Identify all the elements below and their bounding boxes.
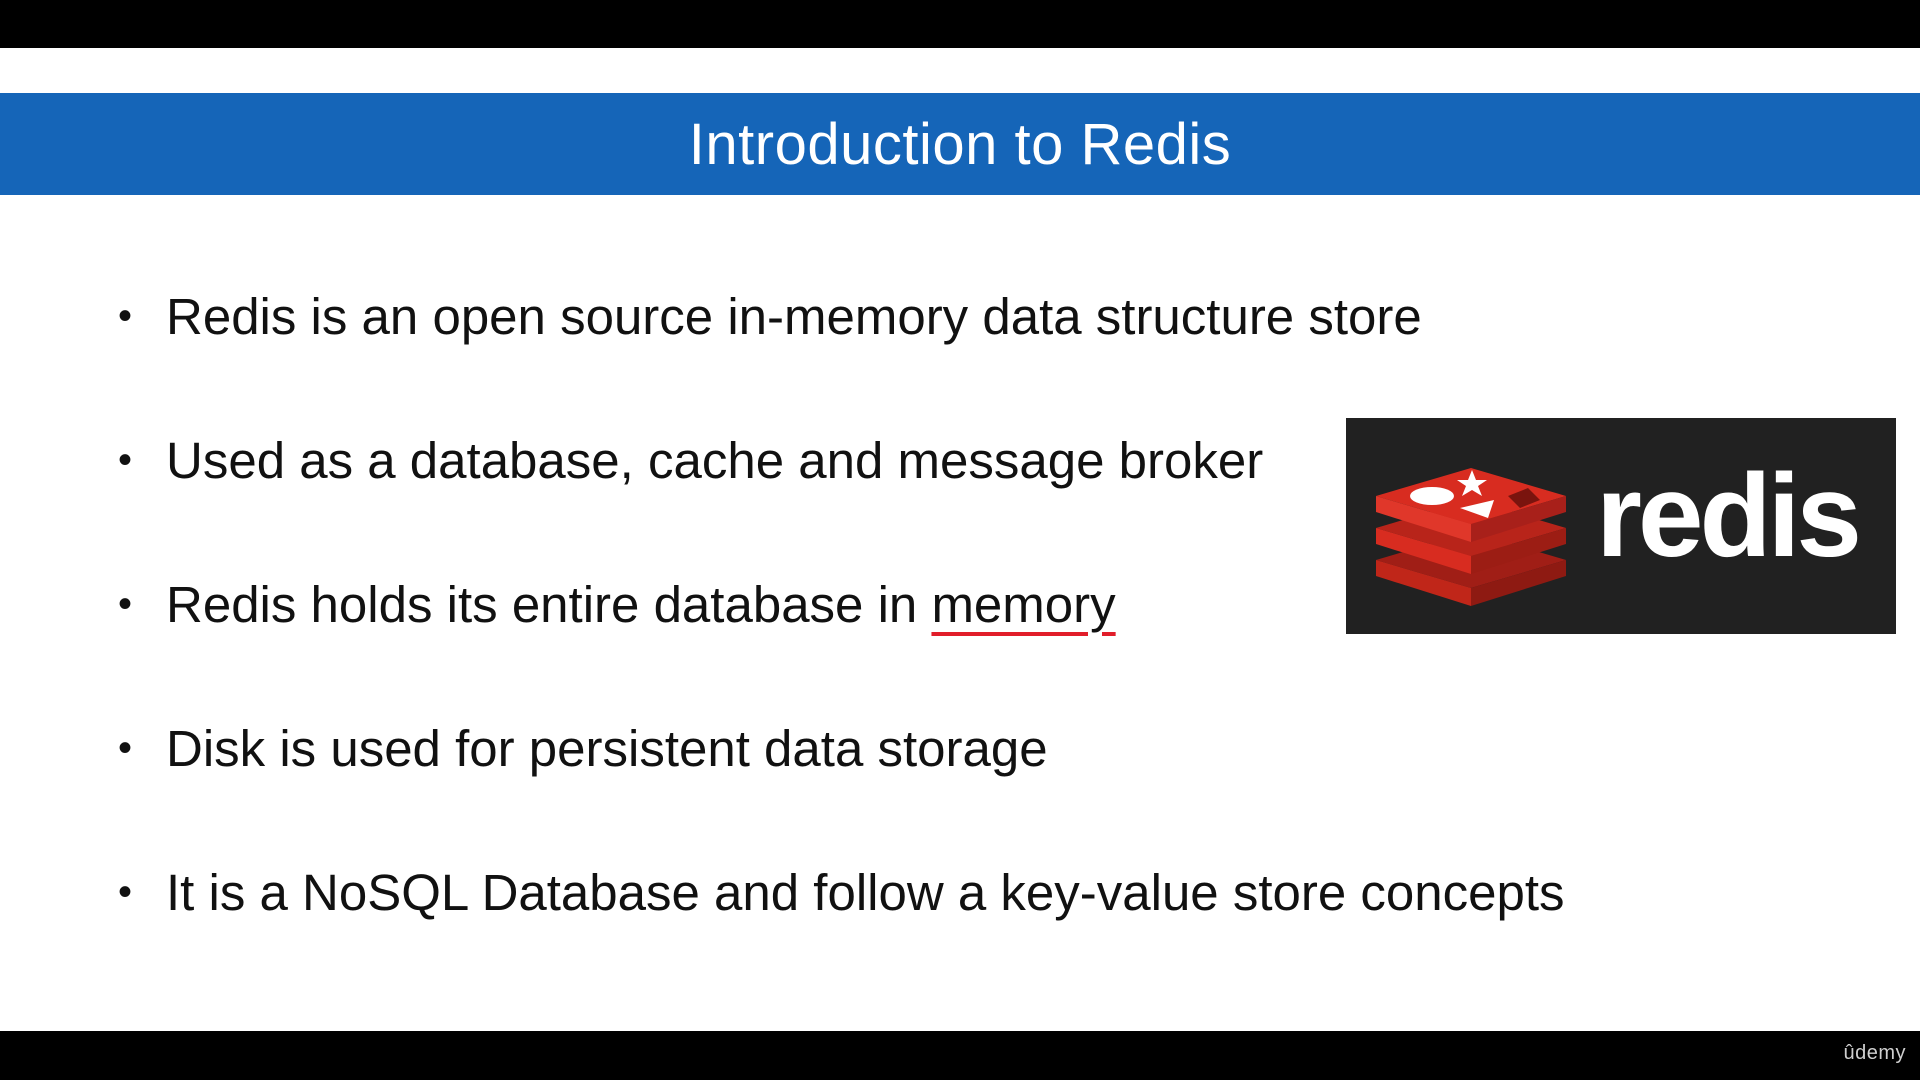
bullet-text-before: Redis holds its entire database in (166, 575, 932, 633)
bullet-list: • Redis is an open source in-memory data… (0, 48, 1920, 1031)
bullet-text: It is a NoSQL Database and follow a key-… (166, 863, 1565, 921)
bullet-text: Redis holds its entire database in memor… (166, 575, 1116, 634)
bullet-item: • Redis holds its entire database in mem… (118, 569, 1116, 639)
bullet-item: • It is a NoSQL Database and follow a ke… (118, 857, 1565, 927)
letterbox-bottom (0, 1031, 1920, 1080)
bullet-text: Redis is an open source in-memory data s… (166, 287, 1422, 345)
highlighted-word: memory (931, 575, 1116, 633)
letterbox-top (0, 0, 1920, 48)
redis-cube-icon (1376, 468, 1566, 606)
redis-wordmark: redis (1596, 450, 1862, 582)
bullet-marker: • (118, 869, 133, 914)
bullet-item: • Used as a database, cache and message … (118, 425, 1263, 495)
slide-title: Introduction to Redis (688, 111, 1232, 177)
udemy-watermark: ûdemy (1843, 1042, 1906, 1064)
bullet-marker: • (118, 581, 133, 626)
title-bar: Introduction to Redis (0, 93, 1920, 195)
bullet-item: • Redis is an open source in-memory data… (118, 281, 1422, 351)
bullet-text: Used as a database, cache and message br… (166, 431, 1264, 489)
bullet-text: Disk is used for persistent data storage (166, 719, 1048, 777)
bullet-marker: • (118, 437, 133, 482)
bullet-item: • Disk is used for persistent data stora… (118, 713, 1048, 783)
bullet-marker: • (118, 725, 133, 770)
redis-logo: redis (1346, 418, 1896, 634)
slide: Introduction to Redis • Redis is an open… (0, 48, 1920, 1031)
bullet-marker: • (118, 293, 133, 338)
